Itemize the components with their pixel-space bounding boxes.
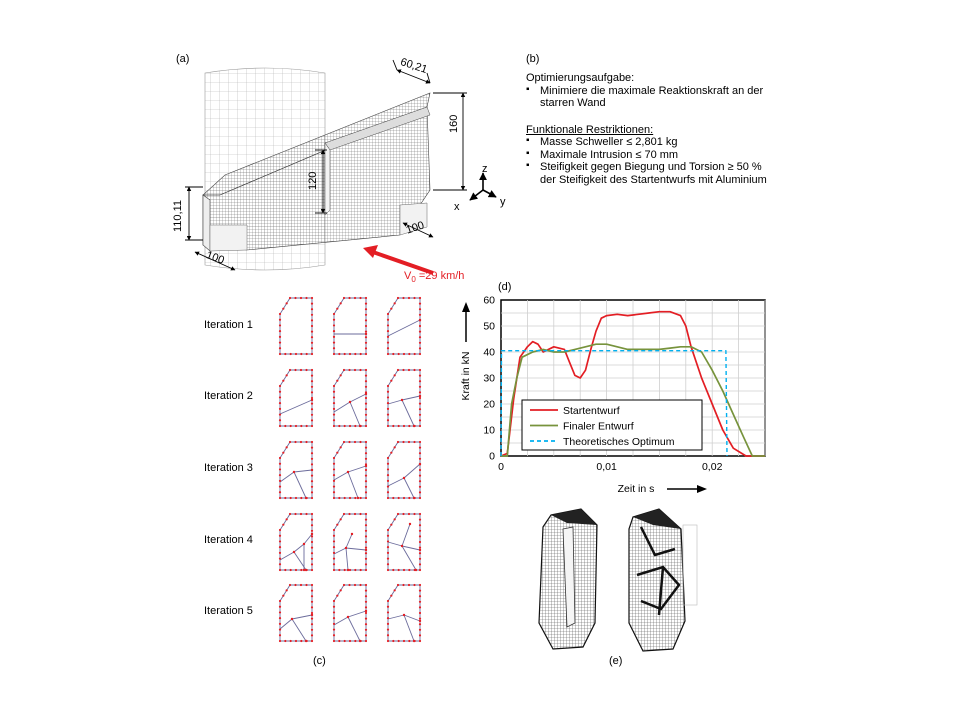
- axis-label-x: x: [454, 201, 460, 213]
- legend-label: Finaler Entwurf: [563, 421, 634, 433]
- panel-label-a: (a): [176, 53, 190, 65]
- iteration-label: Iteration 5: [204, 605, 253, 617]
- topology-cell: [278, 440, 314, 500]
- dimension-lines: [185, 59, 467, 271]
- panel-label-c: (c): [313, 655, 326, 667]
- panel-label-d: (d): [498, 281, 512, 293]
- topology-cell: [386, 440, 422, 500]
- y-tick-label: 20: [483, 399, 495, 411]
- topology-cell: [278, 296, 314, 356]
- dim-left-height: 110,11: [172, 199, 184, 232]
- constraint-item: Masse Schweller ≤ 2,801 kg: [526, 135, 771, 149]
- legend-label: Startentwurf: [563, 405, 620, 417]
- iteration-label: Iteration 1: [204, 319, 253, 331]
- series-line: [501, 343, 765, 457]
- optimization-task-block: Optimierungsaufgabe: Minimiere die maxim…: [526, 72, 771, 186]
- x-axis-label: Zeit in s: [618, 483, 655, 495]
- legend-label: Theoretisches Optimum: [563, 436, 675, 448]
- force-time-chart: 0 10 20 30 40 50 60 0 0,01 0,02 Kraft in kN Zeit …: [460, 295, 766, 495]
- topology-cell: [278, 583, 314, 643]
- y-tick-label: 50: [483, 321, 495, 333]
- constraint-item: Maximale Intrusion ≤ 70 mm: [526, 148, 771, 162]
- topology-cell: [332, 440, 368, 500]
- constraints-title: Funktionale Restriktionen:: [526, 123, 654, 136]
- y-tick-label: 0: [489, 451, 495, 463]
- y-tick-label: 40: [483, 347, 495, 359]
- velocity-arrow: [369, 249, 434, 275]
- iteration-label: Iteration 2: [204, 390, 253, 402]
- series-line: [500, 350, 728, 457]
- topology-cell: [332, 296, 368, 356]
- axis-label-y: y: [500, 196, 506, 208]
- deformed-structures-illustration: [538, 508, 698, 652]
- task-item: Minimiere die maximale Reaktionskraft an…: [526, 84, 771, 110]
- chart-ticks: 0 10 20 30 40 50 60 0 0,01 0,02: [483, 295, 722, 474]
- axis-label-z: z: [482, 163, 488, 175]
- y-tick-label: 10: [483, 425, 495, 437]
- topology-cell: [386, 583, 422, 643]
- chart-series: [500, 310, 765, 457]
- x-tick-label: 0: [498, 461, 504, 473]
- y-tick-label: 30: [483, 373, 495, 385]
- sill-beam-mesh: [202, 92, 431, 252]
- final-design-deformed: [628, 508, 698, 652]
- dim-height-160: 160: [448, 114, 460, 133]
- topology-cell: [386, 296, 422, 356]
- topology-cell: [332, 512, 368, 572]
- task-title: Optimierungsaufgabe:: [526, 72, 635, 84]
- topology-cell: [386, 368, 422, 428]
- panel-label-b: (b): [526, 53, 540, 65]
- start-design-deformed: [538, 508, 598, 650]
- y-axis-label: Kraft in kN: [460, 351, 472, 400]
- series-line: [500, 310, 765, 457]
- fe-model-illustration: [185, 59, 497, 275]
- panel-label-e: (e): [609, 655, 623, 667]
- iteration-label: Iteration 3: [204, 462, 253, 474]
- topology-grid: [278, 296, 422, 643]
- topology-cell: [386, 512, 422, 572]
- topology-cell: [332, 368, 368, 428]
- dim-height-120: 120: [307, 171, 319, 190]
- axis-triad: [469, 172, 497, 201]
- y-tick-label: 60: [483, 295, 495, 307]
- topology-cell: [278, 368, 314, 428]
- topology-cell: [332, 583, 368, 643]
- velocity-label: V0 =29 km/h: [404, 270, 465, 285]
- constraint-item: Steifigkeit gegen Biegung und Torsion ≥ …: [526, 160, 771, 186]
- x-tick-label: 0,02: [702, 461, 723, 473]
- x-tick-label: 0,01: [596, 461, 617, 473]
- iteration-label: Iteration 4: [204, 534, 253, 546]
- topology-cell: [278, 512, 314, 572]
